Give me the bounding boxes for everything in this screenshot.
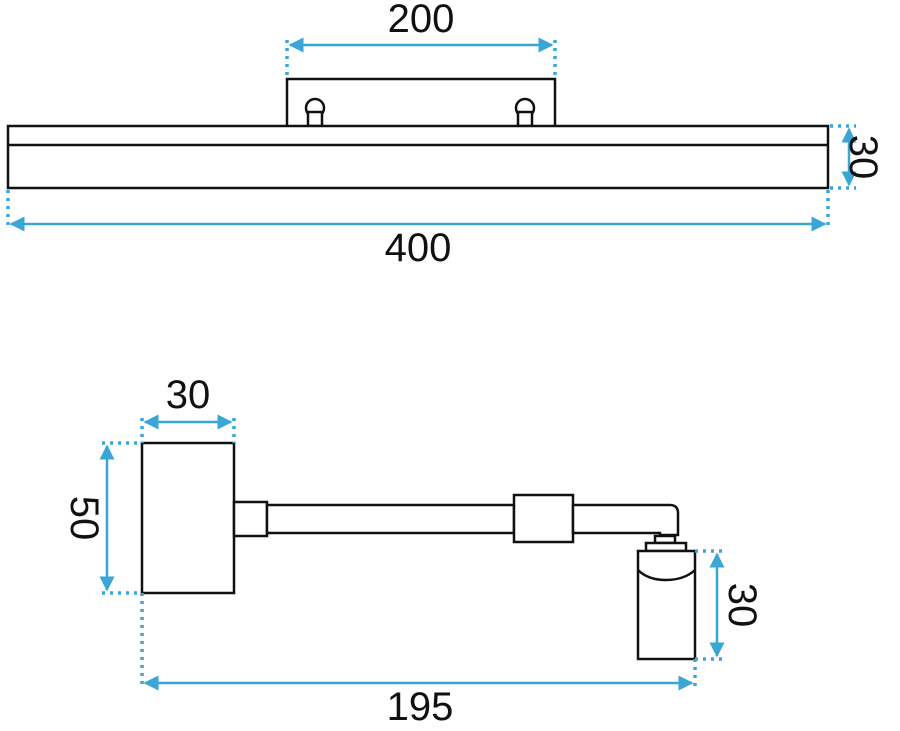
arm-elbow xyxy=(571,503,680,537)
lamp-head xyxy=(636,549,697,661)
arm-joint xyxy=(512,493,575,544)
front-view: 200 400 30 xyxy=(6,0,885,270)
box-width-label: 30 xyxy=(166,373,211,417)
lamp-head-groove xyxy=(637,569,696,582)
mount-plate xyxy=(285,77,557,129)
wall-box xyxy=(140,441,236,595)
bar-height-label: 30 xyxy=(841,135,885,180)
mount-width-label: 200 xyxy=(388,0,455,41)
dimension-box-width: 30 xyxy=(140,373,236,443)
arm-collar xyxy=(232,500,269,538)
arm-reach-label: 195 xyxy=(387,685,454,729)
box-height-label: 50 xyxy=(62,496,106,541)
arm-tube xyxy=(265,503,516,535)
mount-screw-right xyxy=(514,97,536,128)
dimension-bar-height: 30 xyxy=(830,124,885,190)
mount-screw-left xyxy=(304,97,326,128)
dimension-box-height: 50 xyxy=(62,441,142,595)
side-view: 30 50 30 195 xyxy=(62,373,764,729)
lamp-bar xyxy=(6,124,830,190)
dimension-mount-width: 200 xyxy=(285,0,557,80)
dimension-arm-reach: 195 xyxy=(140,593,697,729)
dimension-head-height: 30 xyxy=(695,549,764,661)
total-length-label: 400 xyxy=(385,226,452,270)
head-height-label: 30 xyxy=(720,583,764,628)
dimension-total-length: 400 xyxy=(6,190,830,270)
